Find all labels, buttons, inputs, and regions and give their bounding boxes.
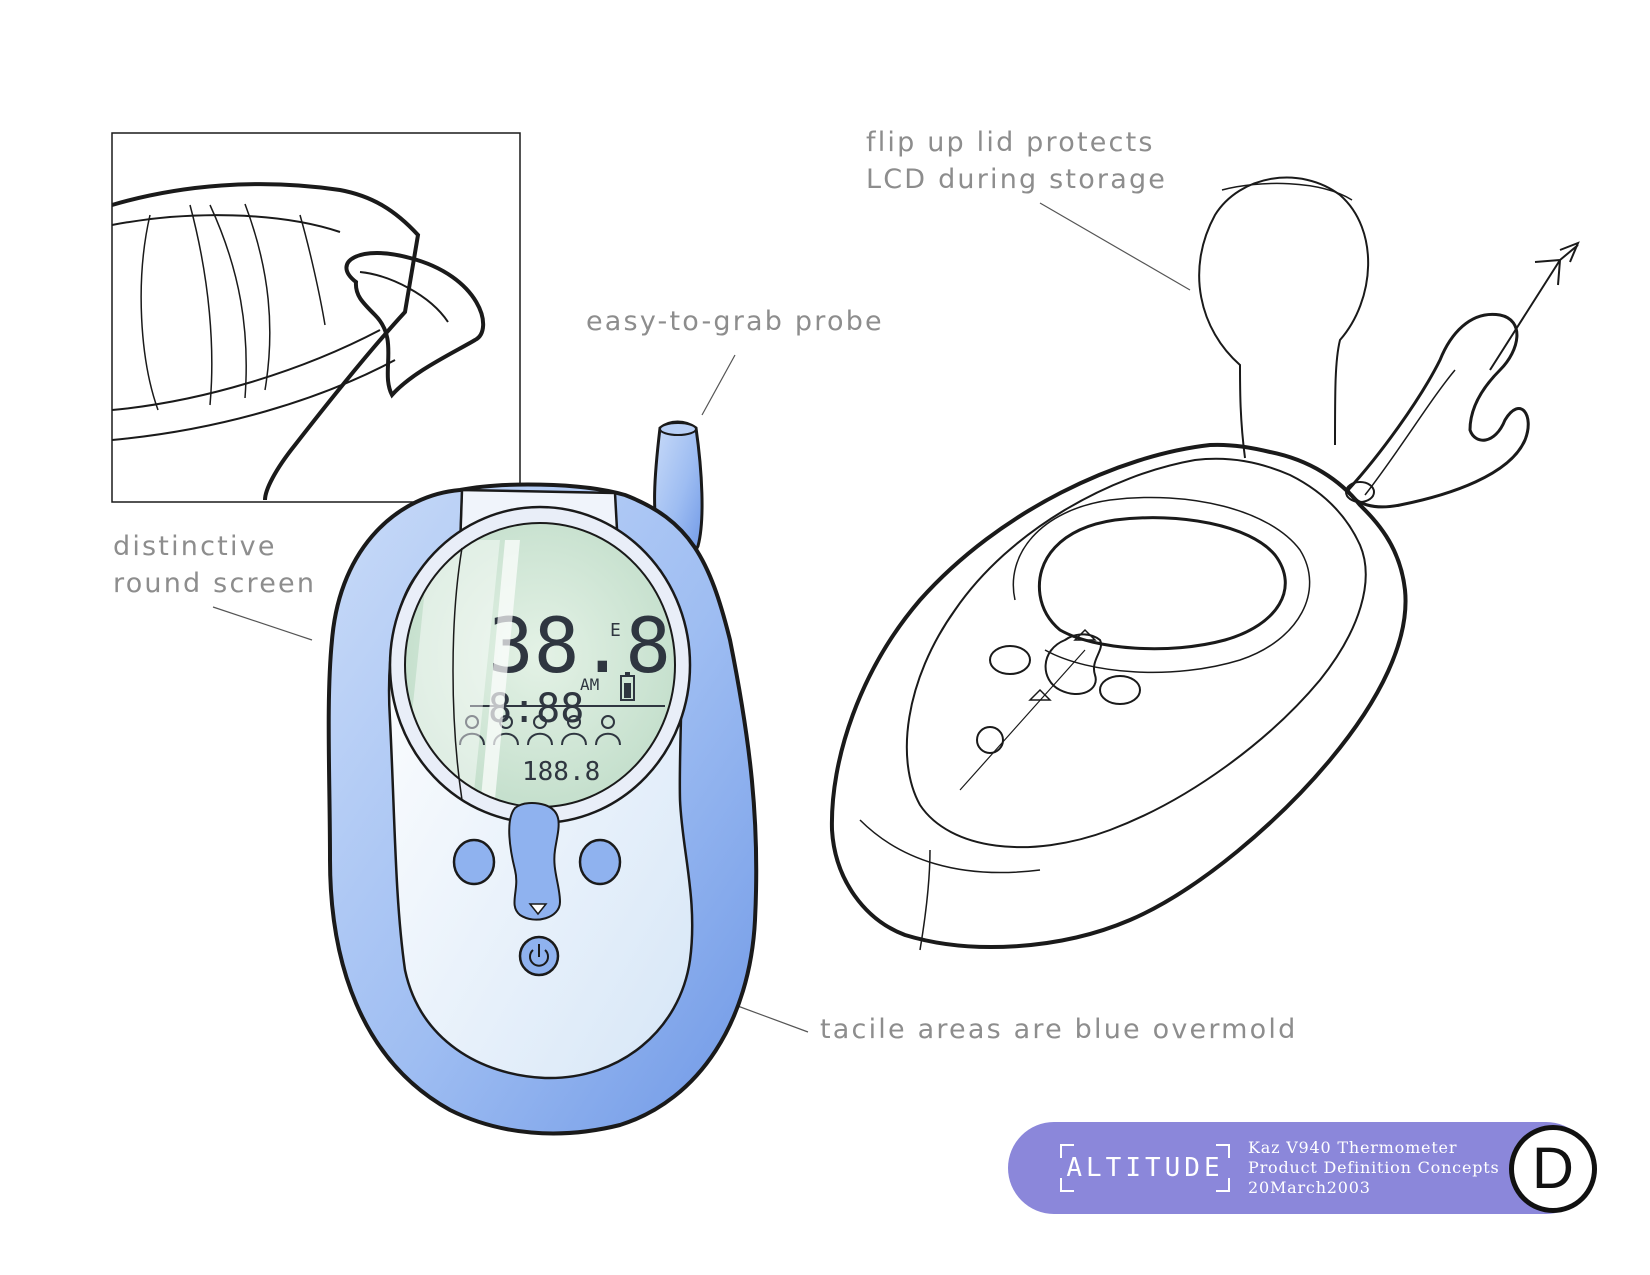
thermometer-perspective-sketch <box>829 176 1580 951</box>
perspective-inner-face <box>905 457 1367 849</box>
leader-lines <box>212 202 1191 1033</box>
lcd-memory-reading: 188.8 <box>522 757 600 787</box>
power-button <box>518 935 560 977</box>
annotation-lid: flip up lid protects LCD during storage <box>866 124 1167 198</box>
left-button <box>452 838 496 886</box>
right-button <box>578 838 622 886</box>
detail-inset-sketch <box>111 132 521 503</box>
perspective-lid <box>1198 176 1370 459</box>
person-icon <box>459 715 621 746</box>
leader-lid <box>1039 202 1191 291</box>
perspective-probe <box>1346 312 1530 509</box>
leader-overmold <box>734 1004 809 1033</box>
badge-caption: Kaz V940 Thermometer Product Definition … <box>1248 1138 1500 1198</box>
altitude-logo-text: ALTITUDE <box>1066 1153 1224 1183</box>
badge-product-name: Kaz V940 Thermometer <box>1248 1138 1458 1157</box>
concept-letter: D <box>1509 1125 1597 1213</box>
annotation-probe: easy-to-grab probe <box>586 306 884 337</box>
altitude-logo: ALTITUDE <box>1060 1144 1230 1192</box>
inset-ring-loop <box>344 251 486 399</box>
down-arrow-icon <box>528 903 548 916</box>
annotation-lid-line-2: LCD during storage <box>866 164 1168 195</box>
annotation-screen: distinctive round screen <box>113 528 316 602</box>
annotation-overmold: tacile areas are blue overmold <box>820 1014 1298 1045</box>
power-icon <box>529 944 549 967</box>
annotation-screen-line-1: distinctive <box>113 531 277 562</box>
lcd-unit-indicator: E <box>610 620 621 641</box>
lcd-ampm: AM <box>580 675 599 694</box>
annotation-screen-line-2: round screen <box>113 568 317 599</box>
leader-probe <box>701 354 736 416</box>
title-badge: ALTITUDE Kaz V940 Thermometer Product De… <box>1008 1122 1597 1214</box>
inset-body-outline <box>111 182 421 501</box>
leader-screen <box>212 606 313 641</box>
exit-arrow-icon <box>1489 241 1580 371</box>
badge-date: 20March2003 <box>1248 1178 1371 1197</box>
scroll-pill <box>508 802 562 921</box>
battery-icon <box>620 672 635 701</box>
lcd-temperature: 38.8 <box>488 601 671 690</box>
perspective-body <box>829 442 1408 949</box>
badge-document-title: Product Definition Concepts <box>1248 1158 1500 1177</box>
annotation-lid-line-1: flip up lid protects <box>866 127 1155 158</box>
thermometer-front-view: 38.8 E 8:88 AM 188.8 <box>326 420 759 1136</box>
